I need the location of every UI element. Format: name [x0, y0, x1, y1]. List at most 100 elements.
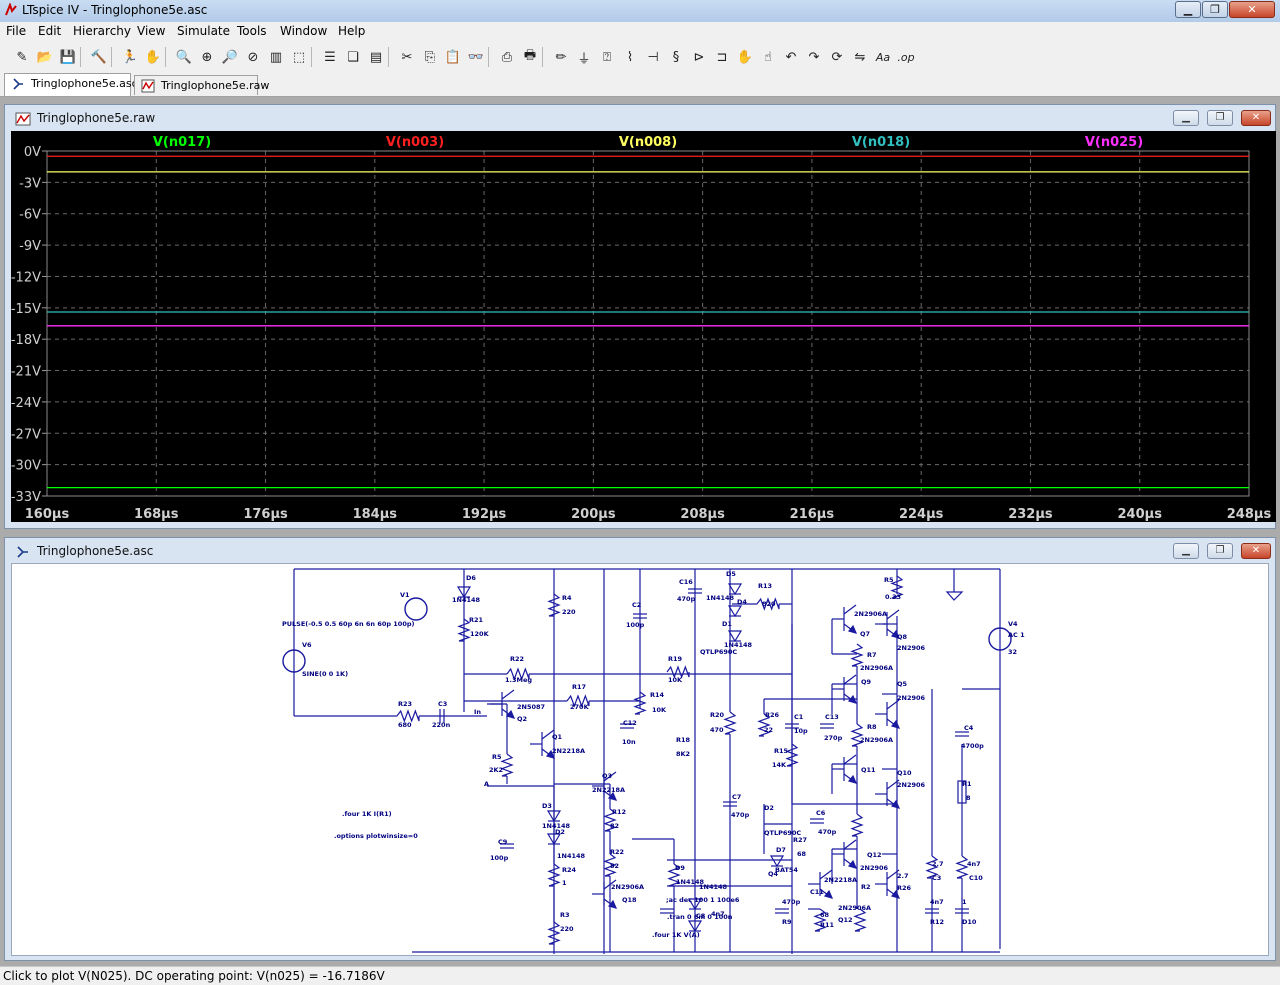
schematic-label[interactable]: 1N4148 — [699, 883, 728, 891]
tile-horizontal-icon[interactable]: ☰ — [324, 49, 336, 65]
schematic-label[interactable]: 2N2906A — [860, 736, 893, 744]
schematic-label[interactable]: C2 — [632, 601, 641, 609]
waveform-restore-button[interactable]: ❐ — [1207, 110, 1233, 126]
waveform-minimize-button[interactable]: ▁ — [1173, 110, 1199, 126]
paste-icon[interactable]: 📋 — [444, 49, 462, 65]
schematic-label[interactable]: D9 — [675, 864, 685, 872]
schematic-label[interactable]: R1 — [962, 780, 972, 788]
capacitor-icon[interactable]: ⊣ — [647, 49, 659, 65]
schematic-label[interactable]: C12 — [623, 719, 637, 727]
tab-waveform[interactable]: Tringlophone5e.raw — [134, 75, 269, 95]
schematic-label[interactable]: R13 — [758, 582, 772, 590]
schematic-label[interactable]: Q2 — [517, 715, 527, 723]
schematic-label[interactable]: 1.3Meg — [505, 676, 532, 684]
schematic-label[interactable]: R26 — [765, 711, 780, 719]
waveform-close-button[interactable]: ✕ — [1241, 110, 1271, 126]
schematic-label[interactable]: R8 — [867, 723, 877, 731]
schematic-label[interactable]: D3 — [542, 802, 552, 810]
schematic-label[interactable]: 270K — [570, 703, 590, 711]
schematic-label[interactable]: R12 — [930, 918, 944, 926]
schematic-label[interactable]: C9 — [498, 838, 508, 846]
spice-directive-icon[interactable]: .op — [897, 50, 915, 64]
schematic-label[interactable]: 2N2906A — [860, 664, 893, 672]
schematic-label[interactable]: 1N4148 — [557, 852, 586, 860]
schematic-label[interactable]: PULSE(-0.5 0.5 60p 6n 6n 60p 100p) — [282, 620, 414, 628]
schematic-label[interactable]: C7 — [732, 793, 741, 801]
drag-icon[interactable]: ☝ — [764, 49, 772, 65]
component-icon[interactable]: ⊐ — [716, 49, 728, 65]
schematic-label[interactable]: 1N4148 — [706, 594, 735, 602]
schematic-label[interactable]: 270p — [824, 734, 843, 742]
schematic-label[interactable]: 470 — [710, 726, 724, 734]
schematic-label[interactable]: 4n7 — [967, 860, 981, 868]
schematic-label[interactable]: 220n — [432, 721, 451, 729]
label-net-icon[interactable]: ⍰ — [603, 49, 611, 65]
schematic-label[interactable]: 10n — [622, 738, 636, 746]
halt-icon[interactable]: ✋ — [144, 49, 162, 65]
schematic-label[interactable]: 2N2906 — [897, 694, 926, 702]
schematic-label[interactable]: 1 — [562, 879, 567, 887]
cascade-icon[interactable]: ❏ — [347, 49, 359, 65]
ground-icon[interactable]: ⏚ — [577, 51, 591, 67]
schematic-minimize-button[interactable]: ▁ — [1173, 543, 1199, 559]
schematic-label[interactable]: 2N5087 — [517, 703, 545, 711]
schematic-label[interactable]: 22 — [764, 726, 773, 734]
schematic-label[interactable]: 1N4148 — [542, 822, 571, 830]
schematic-label[interactable]: Q12 — [867, 851, 882, 859]
schematic-label[interactable]: Q12 — [838, 916, 853, 924]
schematic-label[interactable]: 470p — [677, 595, 696, 603]
schematic-label[interactable]: R5 — [492, 753, 502, 761]
schematic-label[interactable]: 470p — [818, 828, 837, 836]
autorange-icon[interactable]: ▥ — [269, 49, 283, 65]
schematic-label[interactable]: 32 — [1008, 648, 1017, 656]
schematic-label[interactable]: 10K — [668, 676, 683, 684]
save-icon[interactable]: 💾 — [59, 49, 77, 65]
schematic-label[interactable]: D2 — [555, 828, 565, 836]
schematic-label[interactable]: D6 — [466, 574, 476, 582]
schematic-label[interactable]: R14 — [650, 691, 665, 699]
schematic-label[interactable]: 10K — [652, 706, 667, 714]
schematic-label[interactable]: 2N2906A — [854, 610, 887, 618]
schematic-label[interactable]: .options plotwinsize=0 — [334, 832, 418, 840]
schematic-label[interactable]: 2N2906 — [897, 644, 926, 652]
schematic-label[interactable]: R19 — [668, 655, 683, 663]
schematic-label[interactable]: 4n7 — [930, 898, 944, 906]
schematic-label[interactable]: QTLP690C — [764, 829, 801, 837]
schematic-label[interactable]: 82 — [610, 862, 619, 870]
schematic-label[interactable]: Q5 — [897, 680, 908, 688]
schematic-label[interactable]: SINE(0 0 1K) — [302, 670, 348, 678]
schematic-label[interactable]: D5 — [726, 570, 736, 578]
schematic-label[interactable]: 2N2906 — [860, 864, 889, 872]
schematic-label[interactable]: R21 — [469, 616, 484, 624]
schematic-label[interactable]: R23 — [398, 700, 412, 708]
legend-entry[interactable]: V(n003) — [386, 135, 444, 150]
print-icon[interactable]: 🖶 — [523, 48, 537, 63]
undo-icon[interactable]: ↶ — [785, 49, 797, 65]
schematic-label[interactable]: 1N4148 — [676, 878, 705, 886]
copy-icon[interactable]: ⎘ — [424, 49, 436, 65]
schematic-label[interactable]: .four 1K V(A) — [652, 931, 700, 939]
schematic-label[interactable]: Q7 — [860, 630, 870, 638]
schematic-label[interactable]: C11 — [810, 888, 824, 896]
redo-icon[interactable]: ↷ — [808, 49, 820, 65]
schematic-label[interactable]: A — [484, 780, 489, 788]
new-schematic-icon[interactable]: ✎ — [16, 49, 28, 65]
schematic-label[interactable]: C1 — [794, 713, 804, 721]
move-icon[interactable]: ✋ — [736, 49, 754, 65]
close-app-button[interactable]: ✕ — [1229, 1, 1275, 18]
text-icon[interactable]: Aa — [875, 50, 891, 64]
schematic-label[interactable]: R17 — [572, 683, 586, 691]
schematic-label[interactable]: AC 1 — [1008, 631, 1025, 639]
schematic-label[interactable]: 220 — [560, 925, 574, 933]
menu-simulate[interactable]: Simulate — [177, 24, 231, 38]
find-icon[interactable]: 👓 — [467, 49, 485, 65]
schematic-label[interactable]: Q10 — [897, 769, 912, 777]
schematic-close-button[interactable]: ✕ — [1241, 543, 1271, 559]
rotate-icon[interactable]: ⟳ — [831, 49, 843, 65]
menu-window[interactable]: Window — [280, 24, 328, 38]
schematic-label[interactable]: C10 — [969, 874, 983, 882]
legend-entry[interactable]: V(n017) — [153, 135, 211, 150]
schematic-label[interactable]: 2N2218A — [824, 876, 857, 884]
